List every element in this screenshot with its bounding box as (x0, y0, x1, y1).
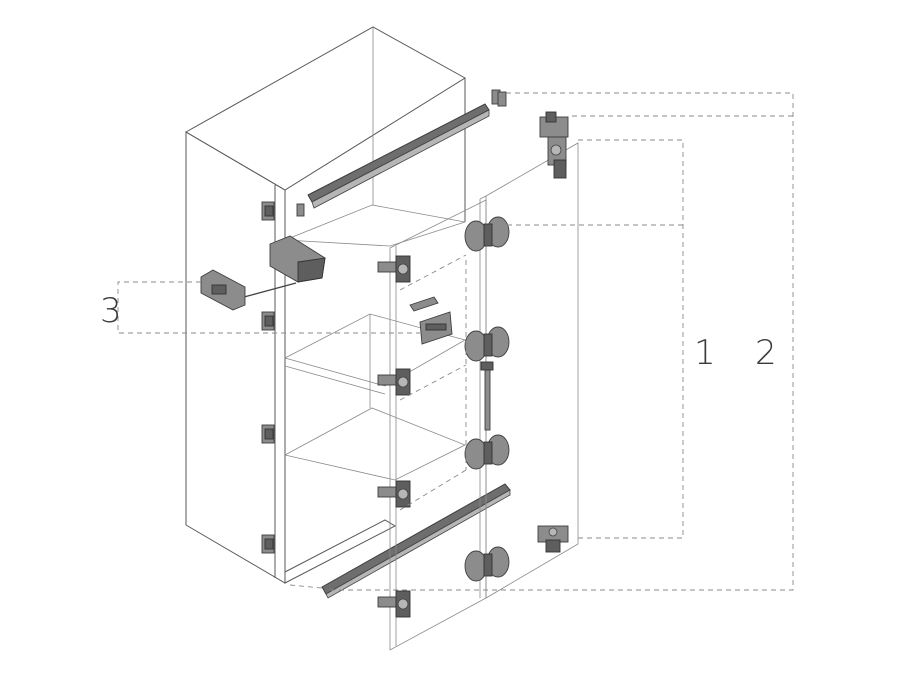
top-rail-stop-bracket (497, 91, 507, 107)
side-panel-mounting-plate-3 (261, 424, 275, 444)
leader-3 (117, 281, 420, 334)
side-panel-mounting-plate-2 (261, 311, 275, 331)
cup-hinge-pair-1 (464, 216, 510, 252)
cup-hinge-pair-4 (464, 546, 510, 582)
bottom-running-rail (321, 483, 511, 599)
callout-label-2: 2 (755, 333, 777, 373)
door-hinge-2 (377, 368, 411, 396)
leader-2 (328, 92, 794, 591)
door-hinge-1 (377, 255, 411, 283)
damper-mounting-bracket (200, 269, 246, 311)
leader-1 (578, 139, 684, 539)
door-hinge-3 (377, 480, 411, 508)
cup-hinge-pair-3 (464, 434, 510, 470)
callout-label-3: 3 (100, 291, 122, 331)
cabinet-left-side-panel (185, 131, 286, 584)
cabinet-top-panel (184, 26, 466, 191)
top-roller-carriage (539, 111, 569, 179)
cabinet-bottom-inner (283, 407, 466, 481)
door-connecting-rod (480, 361, 494, 431)
door-hinge-4 (377, 590, 411, 618)
bottom-roller-carriage (537, 525, 569, 553)
top-rail-clip (296, 203, 305, 217)
side-panel-mounting-plate-1 (261, 201, 275, 221)
cabinet-bottom-panel (284, 519, 397, 584)
rear-sliding-door (389, 199, 487, 651)
soft-close-damper-unit (243, 235, 326, 298)
side-panel-mounting-plate-4 (261, 534, 275, 554)
cup-hinge-pair-2 (464, 326, 510, 362)
cabinet-upper-inner (284, 204, 466, 247)
door-catch-bracket (409, 296, 453, 345)
dimension-leaders (117, 92, 794, 591)
cabinet-middle-shelf (283, 313, 467, 387)
middle-shelf-front (284, 365, 386, 395)
callout-label-1: 1 (694, 333, 716, 373)
top-running-rail (296, 89, 501, 217)
